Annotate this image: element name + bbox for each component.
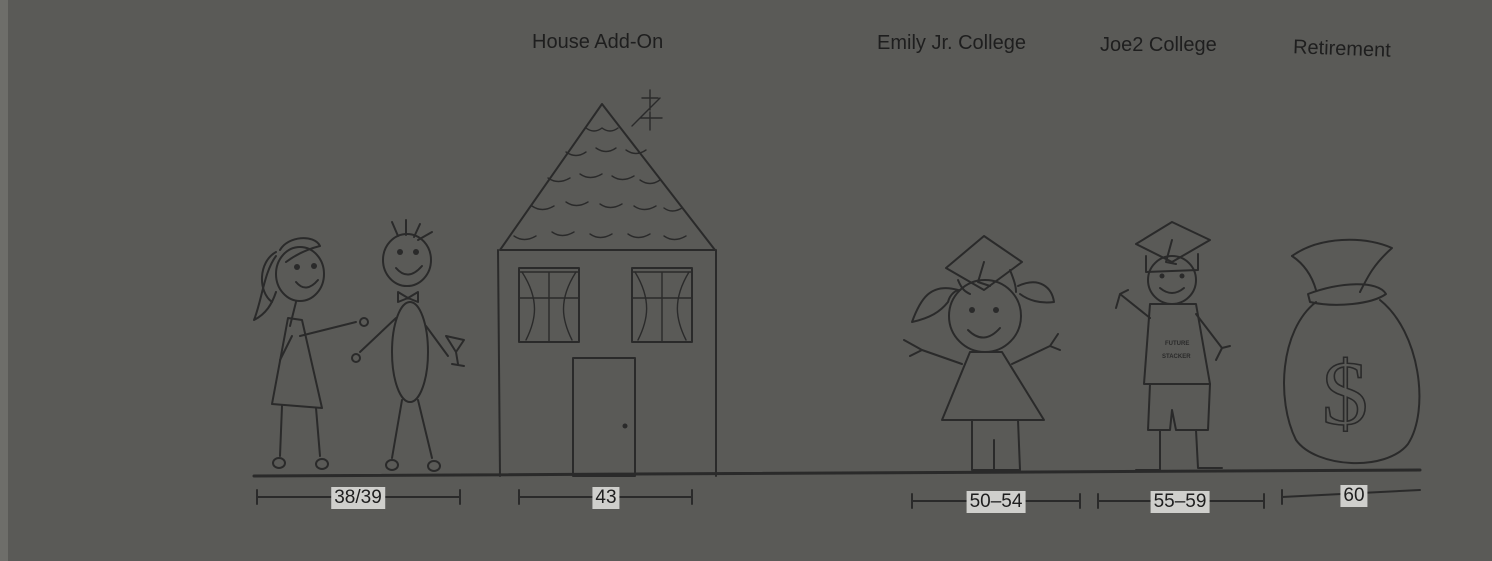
house-window-right [631, 267, 693, 343]
house-window-left [518, 267, 580, 343]
emily-graduate-figure [903, 235, 1061, 471]
age-label-couple: 38/39 [331, 487, 385, 509]
page-edge [0, 0, 8, 561]
house-drawing [497, 89, 717, 477]
shirt-text-line2: STACKER [1162, 354, 1191, 360]
milestone-title-joe2-college: Joe2 College [1100, 34, 1217, 56]
age-label-emily-college: 50–54 [966, 491, 1026, 513]
ground-line [252, 468, 1422, 478]
joe2-graduate-figure: FUTURE STACKER [1115, 221, 1231, 471]
milestone-title-emily-college: Emily Jr. College [877, 32, 1026, 54]
dollar-sign: $ [1322, 342, 1368, 444]
age-label-retirement: 60 [1340, 485, 1368, 507]
man-figure [351, 219, 465, 472]
age-label-house: 43 [592, 487, 620, 509]
age-range-bars [256, 489, 1421, 509]
house-door [572, 357, 636, 477]
age-label-joe2-college: 55–59 [1150, 491, 1210, 513]
shirt-text-line1: FUTURE [1165, 341, 1189, 347]
milestone-title-house: House Add-On [532, 31, 664, 53]
money-bag-icon: $ [1283, 238, 1421, 464]
woman-figure [253, 237, 369, 470]
